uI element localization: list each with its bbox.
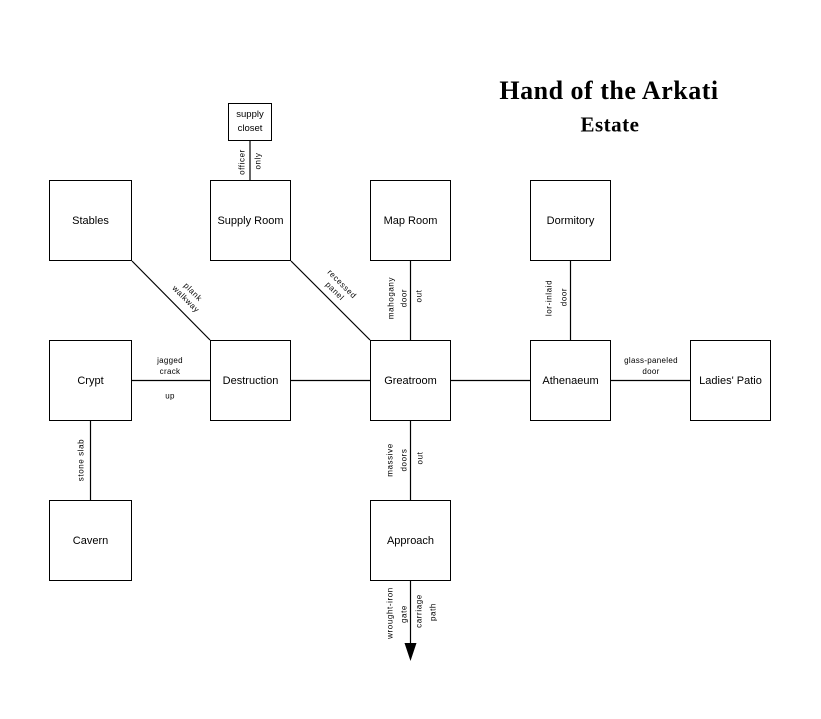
edge-label-glass-paneled: glass-paneled	[624, 356, 678, 365]
edge-label-wrought-iron: wrought-iron	[385, 587, 395, 639]
edge-label-approach-out: out	[415, 451, 425, 465]
room-ladies-patio: Ladies' Patio	[690, 340, 771, 421]
edge-label-jagged: jagged	[157, 356, 183, 365]
map-title: Hand of the Arkati	[499, 76, 719, 105]
edge-label-carriage: carriage	[414, 594, 424, 628]
edge-label-mahogany: mahogany	[386, 276, 396, 320]
exit-arrowhead-icon	[404, 643, 417, 661]
room-athenaeum: Athenaeum	[530, 340, 611, 421]
edge-label-lor-inlaid: lor-inlaid	[544, 279, 554, 317]
room-approach: Approach	[370, 500, 451, 581]
edge-label-stone-slab: stone slab	[76, 438, 86, 482]
edge-label-jagged-crack: jagged crack	[157, 355, 183, 377]
edge-supplyroom-greatroom	[290, 260, 371, 341]
edge-label-path: path	[428, 603, 438, 621]
room-stables: Stables	[49, 180, 132, 261]
edge-label-only: only	[253, 152, 263, 170]
edge-label-massive-doors: doors	[399, 448, 409, 472]
room-map-room: Map Room	[370, 180, 451, 261]
edge-label-glass-paneled-door: glass-paneled door	[624, 355, 678, 377]
room-greatroom: Greatroom	[370, 340, 451, 421]
edge-label-massive: massive	[385, 443, 395, 477]
edge-label-up: up	[165, 391, 175, 401]
edge-label-gate: gate	[399, 605, 409, 623]
edge-label-crack: crack	[159, 367, 181, 376]
map-subtitle: Estate	[580, 112, 640, 137]
edge-label-lor-door: door	[559, 287, 569, 307]
room-supply-room: Supply Room	[210, 180, 291, 261]
room-cavern: Cavern	[49, 500, 132, 581]
edge-label-maproom-out: out	[414, 289, 424, 303]
edge-label-officer: officer	[237, 149, 247, 175]
room-crypt: Crypt	[49, 340, 132, 421]
edge-label-mahogany-door: door	[399, 288, 409, 308]
room-supply-closet: supply closet	[228, 103, 272, 141]
edge-label-glass-door: door	[642, 367, 660, 376]
room-destruction: Destruction	[210, 340, 291, 421]
room-dormitory: Dormitory	[530, 180, 611, 261]
edge-stables-destruction	[131, 260, 211, 341]
